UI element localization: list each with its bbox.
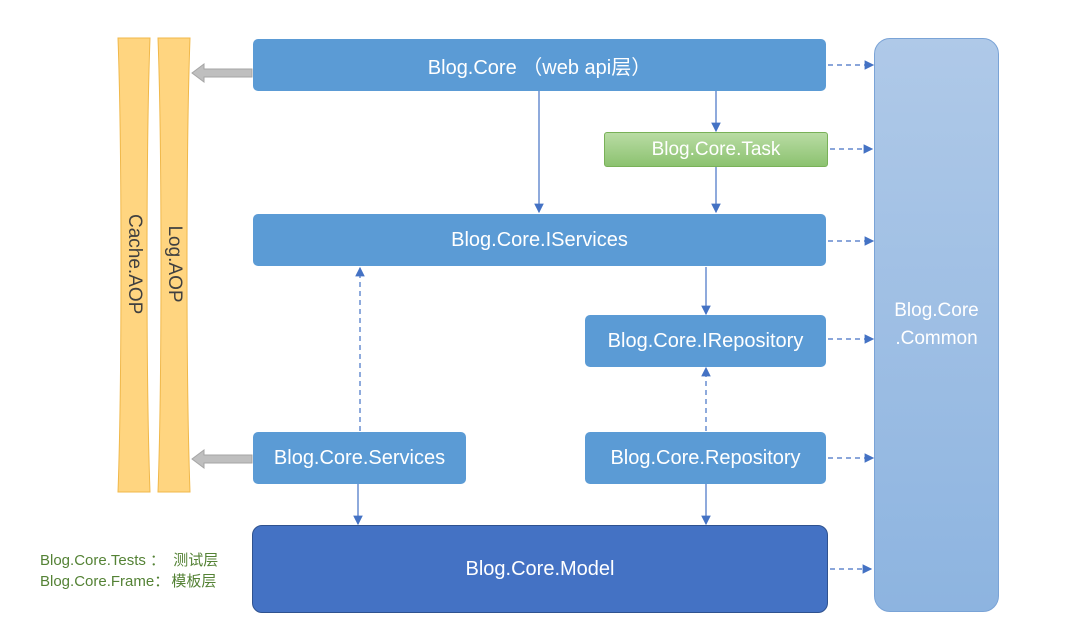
legend-frame-sep: ：	[154, 573, 170, 590]
web-api-layer-box: Blog.Core （web api层）	[253, 39, 826, 91]
services-label: Blog.Core.Services	[273, 446, 446, 469]
aop-arrow-bottom	[191, 449, 253, 469]
common-label-line1: Blog.Core	[894, 300, 979, 321]
legend-tests: Blog.Core.Tests ： 测试层	[40, 549, 218, 570]
web-api-layer-label: Blog.Core （web api层）	[427, 56, 652, 79]
repository-box: Blog.Core.Repository	[585, 432, 826, 484]
aop-arrow-top	[191, 63, 253, 83]
cache-aop-banner	[117, 37, 151, 493]
irepository-label: Blog.Core.IRepository	[607, 329, 804, 352]
legend-tests-sep: ：	[145, 552, 166, 569]
legend-frame: Blog.Core.Frame： 模板层	[40, 570, 216, 591]
log-aop-label: Log.AOP	[164, 225, 185, 303]
log-aop-banner	[157, 37, 191, 493]
model-box: Blog.Core.Model	[252, 525, 828, 613]
legend-tests-desc: 测试层	[173, 552, 219, 569]
common-label-line2: .Common	[895, 328, 978, 349]
model-label: Blog.Core.Model	[465, 557, 615, 580]
irepository-box: Blog.Core.IRepository	[585, 315, 826, 367]
iservices-box: Blog.Core.IServices	[253, 214, 826, 266]
task-label: Blog.Core.Task	[651, 138, 781, 160]
cache-aop-label: Cache.AOP	[124, 214, 145, 315]
task-box: Blog.Core.Task	[604, 132, 828, 167]
iservices-label: Blog.Core.IServices	[451, 228, 628, 251]
legend-frame-desc: 模板层	[171, 573, 217, 590]
common-box: Blog.Core .Common	[874, 38, 999, 612]
services-box: Blog.Core.Services	[253, 432, 466, 484]
legend-tests-name: Blog.Core.Tests	[40, 552, 146, 569]
repository-label: Blog.Core.Repository	[610, 446, 801, 469]
legend-frame-name: Blog.Core.Frame	[40, 573, 155, 590]
